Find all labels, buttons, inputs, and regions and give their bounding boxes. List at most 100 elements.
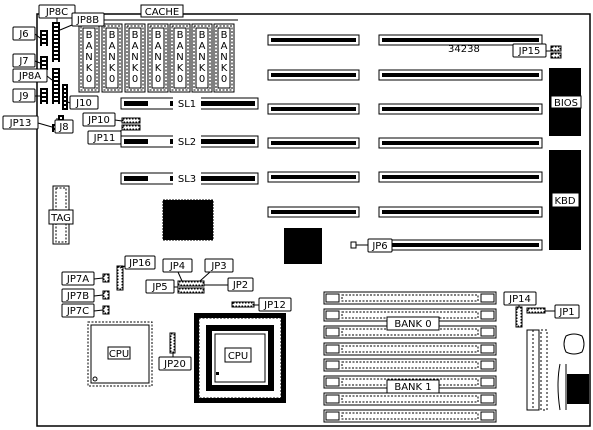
jumper-label-text: J10 xyxy=(75,98,92,109)
jumper-label-jp6: JP6 xyxy=(367,238,393,253)
cache-bank-letter: K xyxy=(199,63,206,74)
main-cpu-socket: CPU xyxy=(194,313,286,403)
isa-slot-left xyxy=(267,206,360,218)
jumper-label-jp3: JP3 xyxy=(199,258,234,282)
isa-slots xyxy=(267,34,543,251)
jumper-label-jp14: JP14 xyxy=(503,291,537,307)
header-pin-block xyxy=(62,84,68,110)
cache-bank-letter: N xyxy=(154,52,161,63)
battery-outline xyxy=(563,333,585,355)
isa-slot-right xyxy=(378,34,543,46)
bios-label: BIOS xyxy=(554,98,578,109)
cache-bank-letter: N xyxy=(108,52,115,63)
jumper-label-jp1: JP1 xyxy=(545,304,580,319)
jumper-label-jp4: JP4 xyxy=(162,258,193,282)
cache-bank-letter: A xyxy=(86,41,93,52)
cache-bank-letter: K xyxy=(109,63,116,74)
isa-slot-left xyxy=(267,137,360,149)
cache-bank-letter: 0 xyxy=(109,74,115,85)
jumper-label-jp7a: JP7A xyxy=(61,271,104,286)
jumper-label-text: JP15 xyxy=(518,46,541,57)
jumper-label-text: JP11 xyxy=(93,133,116,144)
bios-chip: BIOS xyxy=(549,68,582,136)
jumper-label-jp13: JP13 xyxy=(2,115,53,130)
jumper-pin xyxy=(121,117,141,124)
jumper-label-text: J8 xyxy=(58,122,68,133)
jumper-label-text: JP1 xyxy=(558,307,574,318)
jumper-pin xyxy=(177,280,205,287)
jumper-label-text: JP8B xyxy=(76,15,99,26)
isa-slot-right xyxy=(378,69,543,81)
cache-bank-letter: 0 xyxy=(177,74,183,85)
cache-bank-letter: K xyxy=(132,63,139,74)
cache-bank-letter: 0 xyxy=(155,74,161,85)
jumper-label-text: J9 xyxy=(18,91,28,102)
cache-bank-letter: B xyxy=(221,30,228,41)
jumper-pin xyxy=(169,332,176,354)
cache-bank-letter: B xyxy=(199,30,206,41)
kbd-label: KBD xyxy=(554,196,575,207)
jumper-label-text: JP6 xyxy=(371,241,387,252)
jumper-label-text: JP7A xyxy=(66,274,89,285)
header-pin-block xyxy=(40,88,48,104)
main-cpu-label: CPU xyxy=(228,351,248,362)
cache-bank-letter: N xyxy=(176,52,183,63)
jumper-pin xyxy=(102,273,110,283)
isa-slot-left xyxy=(267,171,360,183)
cache-bank-letter: K xyxy=(155,63,162,74)
jumper-label-jp11: JP11 xyxy=(87,130,122,145)
slot-sl3-label: SL3 xyxy=(178,174,196,185)
simm-slot xyxy=(323,342,497,356)
jumper-label-jp8a: JP8A xyxy=(12,68,53,83)
header-pin-block xyxy=(40,30,48,46)
jumper-label-jp8c: JP8C xyxy=(38,4,76,22)
jumper-label-text: JP4 xyxy=(169,261,185,272)
jumper-label-text: JP8C xyxy=(45,7,68,18)
jumper-pin xyxy=(116,265,124,291)
jumper-pin xyxy=(526,307,546,314)
simm-slot xyxy=(323,308,497,322)
jumper-label-j9: J9 xyxy=(12,88,40,103)
jumper-pin xyxy=(102,305,110,315)
jumper-label-j10: J10 xyxy=(62,95,99,110)
jumper-label-text: JP10 xyxy=(87,115,110,126)
isa-slot-right xyxy=(378,103,543,115)
jumper-pin xyxy=(102,290,110,300)
small-cpu-chip: CPU xyxy=(87,321,153,387)
header-pin-block xyxy=(52,68,60,104)
cache-bank-letter: 0 xyxy=(132,74,138,85)
header-pin-block xyxy=(40,56,48,70)
cache-label: CACHE xyxy=(145,7,179,18)
jumper-label-text: JP8A xyxy=(18,71,41,82)
cache-bank-letter: B xyxy=(155,30,162,41)
jumper-label-text: JP3 xyxy=(210,261,226,272)
isa-slot-left xyxy=(267,103,360,115)
bank1-label: BANK 1 xyxy=(394,382,431,393)
header-pin-block xyxy=(52,22,60,62)
jumper-label-text: JP2 xyxy=(232,280,248,291)
jumper-pin xyxy=(121,124,141,131)
jumper-label-text: J7 xyxy=(18,56,28,67)
jumper-label-j6: J6 xyxy=(12,26,41,41)
isa-slot-right xyxy=(378,206,543,218)
kbd-chip: KBD xyxy=(549,150,581,250)
cache-bank-letter: N xyxy=(198,52,205,63)
cache-label-box xyxy=(140,4,184,18)
jumper-label-jp20: JP20 xyxy=(158,353,192,371)
simm-slot xyxy=(323,409,497,423)
simm-slot xyxy=(323,325,497,339)
jumper-label-text: JP13 xyxy=(9,118,32,129)
cache-bank-letter: B xyxy=(86,30,93,41)
cache-bank-letter: A xyxy=(155,41,162,52)
simm-slot xyxy=(323,358,497,372)
jumper-label-jp12: JP12 xyxy=(254,297,292,312)
cache-bank-letter: B xyxy=(177,30,184,41)
cache-bank-letter: K xyxy=(221,63,228,74)
jumper-label-text: J6 xyxy=(18,29,28,40)
slot-sl2-label: SL2 xyxy=(178,137,196,148)
